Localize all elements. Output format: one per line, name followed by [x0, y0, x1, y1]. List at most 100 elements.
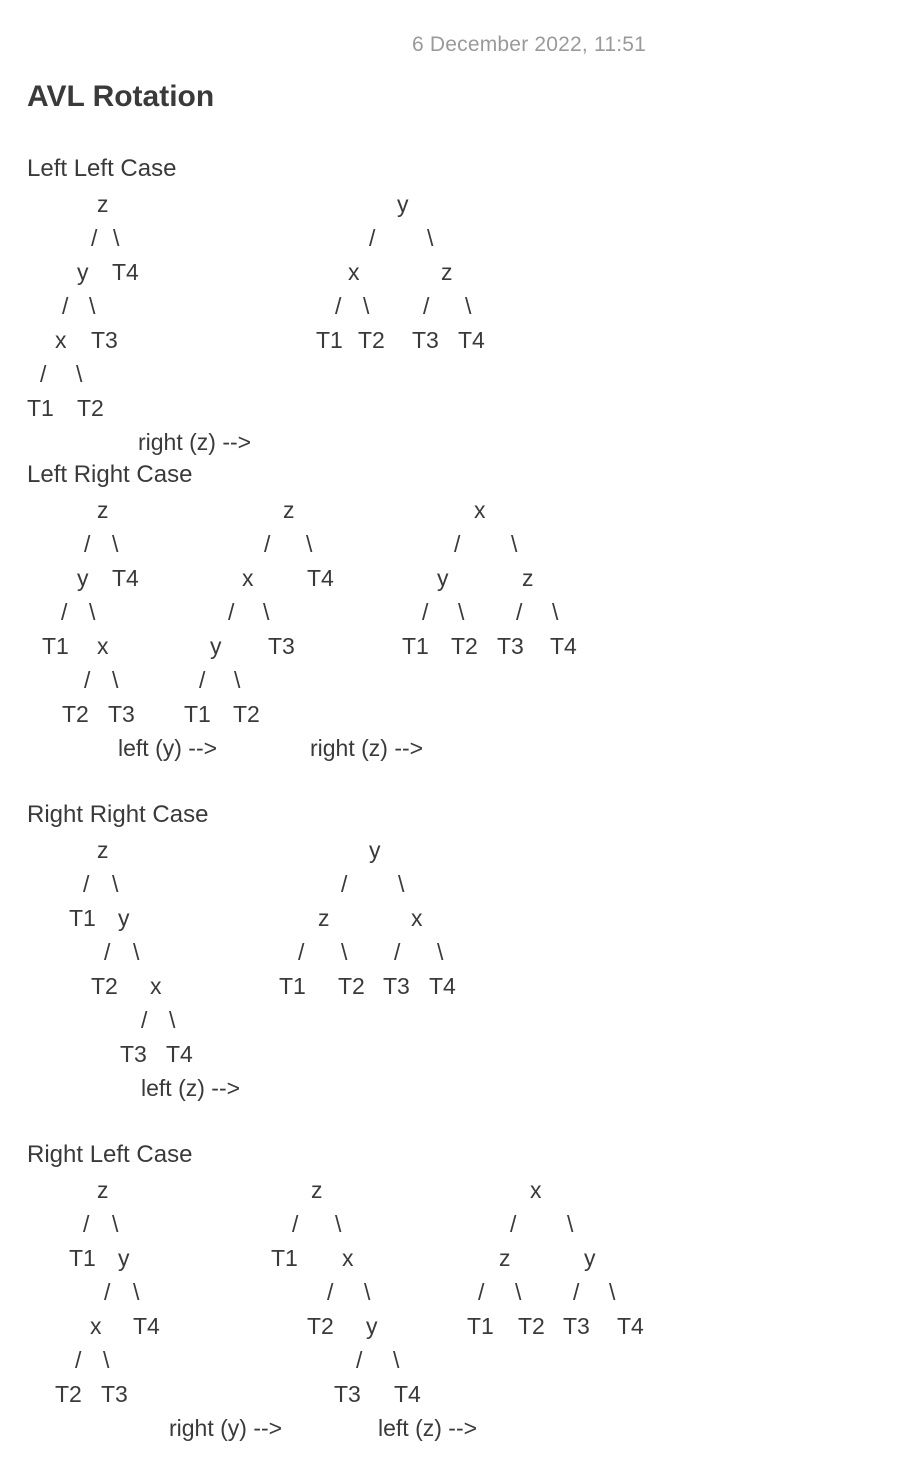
tree-node-text: / [341, 871, 348, 897]
tree-node-text: \ [113, 225, 120, 251]
tree-node-text: z [499, 1245, 511, 1271]
tree-node-text: T2 [233, 701, 260, 727]
tree-node-text: / [423, 293, 430, 319]
tree-node-text: y [77, 565, 89, 591]
tree-node-text: / [369, 225, 376, 251]
tree-node-text: T1 [279, 973, 306, 999]
tree-node-text: z [318, 905, 330, 931]
tree-node-text: T4 [394, 1381, 421, 1407]
tree-node-text: \ [112, 1211, 119, 1237]
tree-node-text: \ [112, 871, 119, 897]
tree-node-text: T2 [77, 395, 104, 421]
note-title[interactable]: AVL Rotation [27, 80, 215, 113]
tree-node-text: T2 [518, 1313, 545, 1339]
tree-node-text: / [91, 225, 98, 251]
rotation-label: left (z) --> [378, 1415, 478, 1441]
tree-node-text: / [516, 599, 523, 625]
tree-node-text: / [104, 939, 111, 965]
tree-node-text: T3 [120, 1041, 147, 1067]
tree-node-text: \ [112, 667, 119, 693]
tree-node-text: T4 [550, 633, 577, 659]
tree-node-text: / [228, 599, 235, 625]
tree-node-text: x [242, 565, 254, 591]
tree-node-text: y [77, 259, 89, 285]
tree-node-text: T3 [91, 327, 118, 353]
tree-node-text: \ [465, 293, 472, 319]
tree-node-text: T3 [334, 1381, 361, 1407]
tree-node-text: \ [306, 531, 313, 557]
tree-node-text: / [40, 361, 47, 387]
tree-node-text: T4 [617, 1313, 644, 1339]
section-heading: Right Left Case [27, 1141, 193, 1168]
tree-node-text: T2 [338, 973, 365, 999]
section-heading: Left Left Case [27, 155, 177, 182]
tree-node-text: T2 [91, 973, 118, 999]
tree-node-text: T1 [184, 701, 211, 727]
tree-node-text: \ [458, 599, 465, 625]
tree-node-text: T2 [451, 633, 478, 659]
tree-node-text: x [90, 1313, 102, 1339]
tree-node-text: x [55, 327, 67, 353]
tree-node-text: T2 [62, 701, 89, 727]
tree-node-text: y [366, 1313, 378, 1339]
tree-node-text: x [348, 259, 360, 285]
tree-node-text: T4 [112, 259, 139, 285]
tree-node-text: \ [133, 939, 140, 965]
rotation-label: right (z) --> [310, 735, 424, 761]
tree-node-text: T1 [467, 1313, 494, 1339]
tree-node-text: T3 [101, 1381, 128, 1407]
tree-node-text: T3 [412, 327, 439, 353]
tree-node-text: / [394, 939, 401, 965]
tree-node-text: / [292, 1211, 299, 1237]
tree-node-text: z [283, 497, 295, 523]
tree-node-text: \ [89, 293, 96, 319]
tree-node-text: \ [437, 939, 444, 965]
tree-node-text: \ [609, 1279, 616, 1305]
tree-node-text: z [97, 837, 109, 863]
tree-node-text: \ [427, 225, 434, 251]
tree-node-text: y [210, 633, 222, 659]
tree-node-text: / [62, 293, 69, 319]
tree-node-text: / [422, 599, 429, 625]
tree-node-text: / [61, 599, 68, 625]
tree-node-text: T3 [108, 701, 135, 727]
tree-node-text: x [342, 1245, 354, 1271]
tree-node-text: / [573, 1279, 580, 1305]
tree-node-text: / [478, 1279, 485, 1305]
tree-node-text: / [510, 1211, 517, 1237]
tree-node-text: \ [363, 293, 370, 319]
tree-node-text: T3 [497, 633, 524, 659]
tree-node-text: / [199, 667, 206, 693]
tree-node-text: \ [552, 599, 559, 625]
tree-node-text: z [97, 497, 109, 523]
tree-node-text: \ [112, 531, 119, 557]
tree-node-text: \ [567, 1211, 574, 1237]
tree-node-text: \ [335, 1211, 342, 1237]
tree-node-text: / [84, 667, 91, 693]
rotation-label: right (z) --> [138, 429, 252, 455]
tree-node-text: T4 [307, 565, 334, 591]
tree-node-text: / [298, 939, 305, 965]
tree-node-text: \ [133, 1279, 140, 1305]
tree-node-text: / [141, 1007, 148, 1033]
tree-node-text: z [522, 565, 534, 591]
tree-node-text: T3 [563, 1313, 590, 1339]
tree-node-text: \ [398, 871, 405, 897]
tree-node-text: / [327, 1279, 334, 1305]
tree-node-text: T3 [383, 973, 410, 999]
tree-node-text: \ [76, 361, 83, 387]
tree-node-text: / [104, 1279, 111, 1305]
tree-node-text: T2 [307, 1313, 334, 1339]
tree-node-text: T2 [55, 1381, 82, 1407]
rotation-label: left (z) --> [141, 1075, 241, 1101]
tree-node-text: T1 [69, 905, 96, 931]
tree-node-text: T4 [458, 327, 485, 353]
tree-node-text: x [97, 633, 109, 659]
tree-node-text: \ [234, 667, 241, 693]
tree-node-text: T1 [27, 395, 54, 421]
note-timestamp: 6 December 2022, 11:51 [412, 33, 646, 56]
tree-node-text: x [150, 973, 162, 999]
tree-node-text: \ [263, 599, 270, 625]
tree-node-text: / [83, 871, 90, 897]
